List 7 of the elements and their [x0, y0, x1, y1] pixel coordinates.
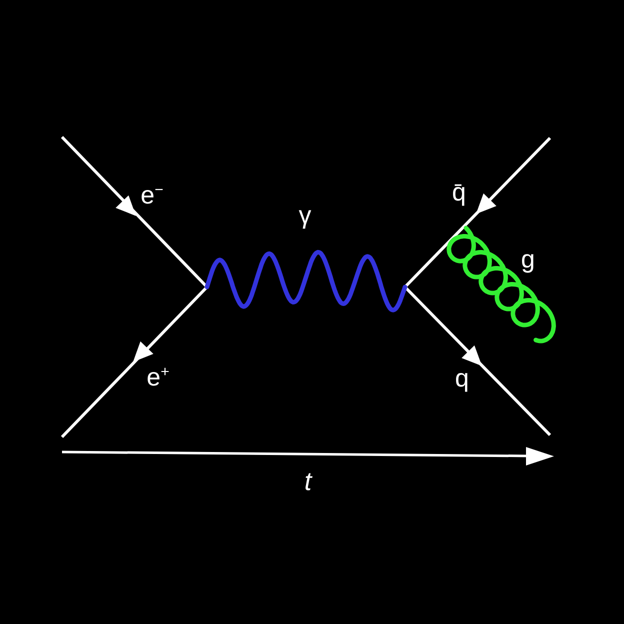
particle-label: t	[304, 468, 312, 494]
particle-label: q̄	[452, 180, 466, 206]
particle-label: q	[455, 366, 469, 392]
particle-label: e$^{+}$	[146, 366, 170, 390]
particle-label: γ	[298, 204, 312, 228]
particle-label: e$^{−}$	[140, 184, 164, 208]
particle-label: g	[521, 248, 535, 272]
